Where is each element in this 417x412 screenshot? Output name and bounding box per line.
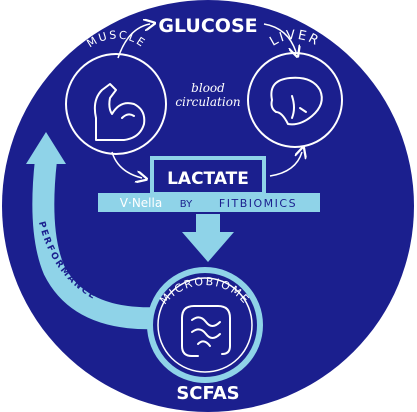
liver-icon — [270, 76, 323, 126]
blood-label-line1: blood — [191, 81, 225, 95]
microbiome-node: MICROBIOME — [147, 267, 263, 383]
arrow-lactate-to-liver — [269, 152, 302, 177]
blood-label-line2: circulation — [175, 95, 240, 109]
lactate-box: LACTATE — [150, 156, 266, 196]
liver-label: LIVER — [267, 28, 322, 50]
arrow-glucose-to-liver — [263, 23, 296, 52]
brand-strip: V·Nella BY FITBIOMICS — [98, 193, 320, 212]
glucose-label: GLUCOSE — [158, 15, 257, 37]
down-arrow — [182, 214, 234, 262]
flexed-arm-icon — [93, 83, 146, 141]
arrow-muscle-to-lactate — [111, 151, 142, 178]
lactate-label: LACTATE — [167, 169, 249, 189]
liver-node: LIVER — [247, 28, 343, 148]
brand-vnella: V·Nella — [120, 196, 162, 210]
brand-fitbiomics: FITBIOMICS — [219, 197, 297, 210]
scfas-label: SCFAS — [176, 383, 239, 404]
brand-by: BY — [180, 199, 193, 210]
intestine-icon — [181, 305, 231, 357]
